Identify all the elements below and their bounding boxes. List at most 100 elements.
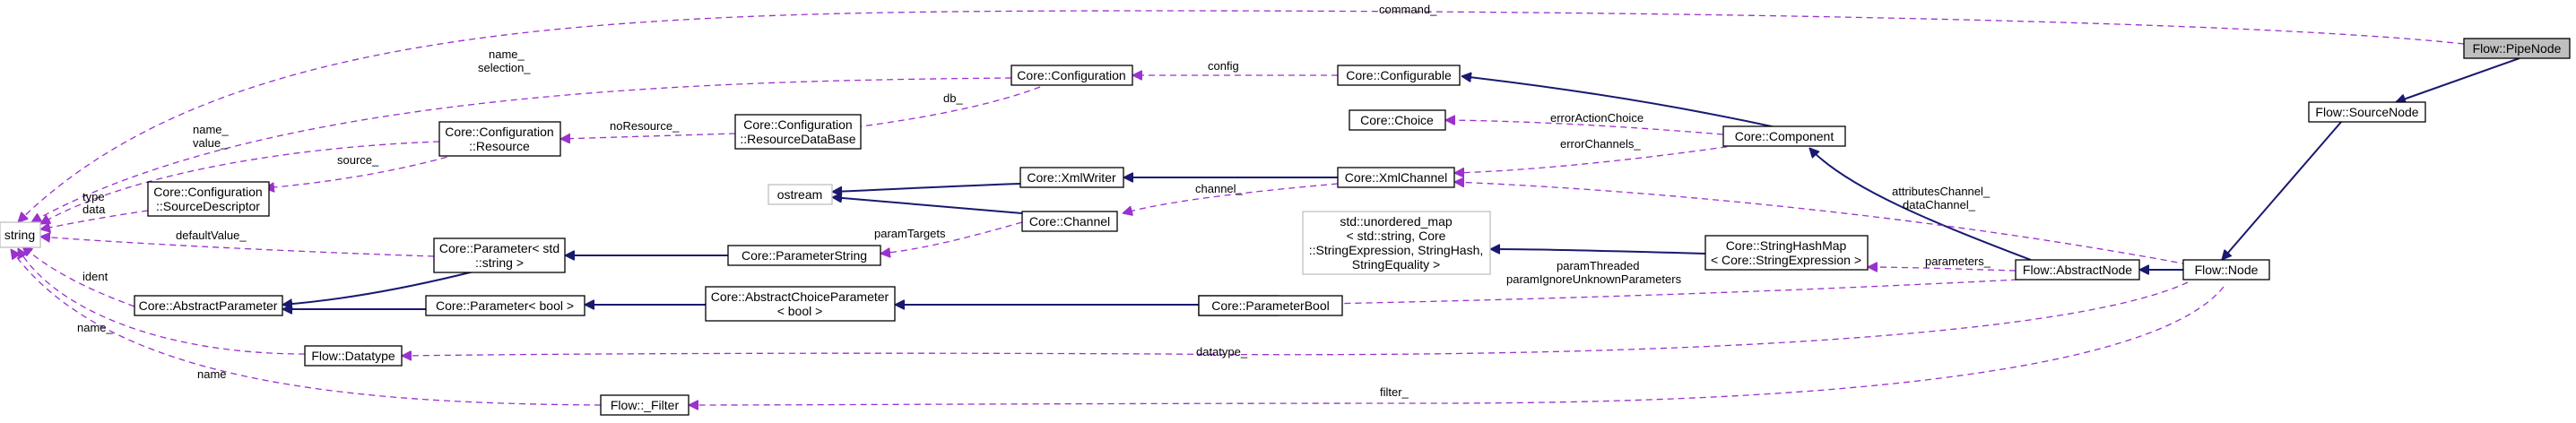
label-selection: selection_ — [478, 61, 531, 74]
edge-datatype — [402, 281, 2189, 356]
svg-text:Core::ParameterString: Core::ParameterString — [742, 248, 867, 263]
node-unordered-map[interactable]: std::unordered_map < std::string, Core :… — [1302, 211, 1491, 275]
label-paramignoreunknown: paramIgnoreUnknownParameters — [1506, 272, 1682, 286]
node-configuration-resource[interactable]: Core::Configuration ::Resource — [438, 121, 561, 157]
label-db: db_ — [943, 91, 963, 105]
label-name: name_ — [489, 47, 525, 61]
label-name-plain: name — [197, 367, 227, 381]
node-source-descriptor[interactable]: Core::Configuration ::SourceDescriptor — [147, 181, 270, 217]
label-datatype: datatype_ — [1196, 345, 1248, 358]
svg-text:< bool >: < bool > — [777, 304, 823, 318]
label-filter: filter_ — [1380, 385, 1409, 399]
svg-text:< Core::StringExpression >: < Core::StringExpression > — [1711, 253, 1861, 267]
label-noresource: noResource_ — [610, 119, 680, 133]
nodes: Flow::PipeNode Flow::SourceNode Flow::No… — [0, 38, 2571, 416]
svg-text:Core::Configuration: Core::Configuration — [743, 117, 852, 132]
node-pipe-node[interactable]: Flow::PipeNode — [2463, 38, 2571, 59]
edge-channel — [1123, 183, 1339, 213]
inheritance-edges — [282, 57, 2520, 309]
node-xml-writer[interactable]: Core::XmlWriter — [1019, 167, 1124, 188]
node-flow-node[interactable]: Flow::Node — [2182, 259, 2270, 281]
edge-name-value — [40, 141, 440, 224]
label-name-underscore: name_ — [77, 321, 114, 334]
svg-text:StringEquality >: StringEquality > — [1352, 257, 1440, 272]
svg-text:Core::AbstractParameter: Core::AbstractParameter — [139, 298, 278, 313]
label-name-value-2: value_ — [193, 136, 228, 150]
edge-sourcenode-node — [2222, 120, 2343, 260]
svg-text:Core::Configuration: Core::Configuration — [445, 125, 553, 139]
svg-text:Core::StringHashMap: Core::StringHashMap — [1726, 238, 1847, 253]
svg-text:Core::XmlChannel: Core::XmlChannel — [1345, 170, 1447, 185]
label-command: command_ — [1379, 3, 1437, 16]
svg-text:Flow::_Filter: Flow::_Filter — [611, 398, 680, 412]
label-config: config — [1208, 59, 1239, 73]
node-parameter-bool[interactable]: Core::ParameterBool — [1198, 295, 1343, 316]
node-source-node[interactable]: Flow::SourceNode — [2308, 101, 2426, 123]
node-xml-channel[interactable]: Core::XmlChannel — [1337, 167, 1455, 188]
svg-text:Flow::Datatype: Flow::Datatype — [311, 349, 395, 363]
edge-labels: command_ name_ selection_ config db_ noR… — [77, 3, 1991, 399]
svg-text:Flow::SourceNode: Flow::SourceNode — [2315, 105, 2418, 119]
node-abstract-node[interactable]: Flow::AbstractNode — [2015, 259, 2140, 281]
label-source: source_ — [337, 153, 379, 167]
svg-text:Core::ParameterBool: Core::ParameterBool — [1211, 298, 1330, 313]
svg-text:::string >: ::string > — [475, 255, 524, 270]
svg-text:::StringExpression, StringHash: ::StringExpression, StringHash, — [1309, 243, 1484, 257]
node-configurable[interactable]: Core::Configurable — [1337, 65, 1461, 86]
node-resource-database[interactable]: Core::Configuration ::ResourceDataBase — [734, 114, 862, 150]
label-channel: channel_ — [1195, 182, 1244, 195]
edge-db — [847, 86, 1041, 128]
edge-channel-ostream — [832, 197, 1023, 214]
edge-paramthreaded — [1279, 279, 2018, 305]
svg-text:ostream: ostream — [777, 187, 823, 202]
node-abstract-choice-parameter[interactable]: Core::AbstractChoiceParameter < bool > — [705, 286, 896, 322]
svg-text:< std::string, Core: < std::string, Core — [1347, 229, 1446, 243]
node-parameter-string-tpl[interactable]: Core::Parameter< std ::string > — [433, 237, 566, 273]
svg-text:Flow::Node: Flow::Node — [2195, 263, 2259, 277]
node-configuration[interactable]: Core::Configuration — [1010, 65, 1133, 86]
label-errorchannels: errorChannels_ — [1560, 137, 1641, 151]
node-component[interactable]: Core::Component — [1722, 125, 1846, 147]
label-defaultvalue: defaultValue_ — [176, 229, 247, 242]
svg-text:Core::AbstractChoiceParameter: Core::AbstractChoiceParameter — [711, 289, 889, 304]
svg-text:string: string — [4, 228, 35, 242]
label-attributeschannel: attributesChannel_ — [1892, 185, 1991, 198]
svg-text:Core::Parameter< std: Core::Parameter< std — [439, 241, 559, 255]
edge-attributeschannel — [1454, 182, 2189, 265]
edge-defaultvalue — [40, 237, 435, 257]
node-parameter-bool-tpl[interactable]: Core::Parameter< bool > — [425, 295, 585, 316]
node-datatype[interactable]: Flow::Datatype — [304, 345, 403, 367]
edge-ident — [22, 246, 135, 307]
svg-text:std::unordered_map: std::unordered_map — [1340, 214, 1453, 229]
node-parameter-string[interactable]: Core::ParameterString — [727, 245, 881, 266]
edge-erroractionchoice — [1445, 120, 1724, 135]
label-datachannel: dataChannel_ — [1903, 198, 1976, 212]
edge-paramtargets — [880, 221, 1023, 254]
svg-text:Core::Configuration: Core::Configuration — [1017, 68, 1125, 82]
node-channel[interactable]: Core::Channel — [1021, 211, 1118, 232]
svg-text:Core::Parameter< bool >: Core::Parameter< bool > — [436, 298, 574, 313]
node-choice[interactable]: Core::Choice — [1349, 109, 1446, 131]
svg-text:::ResourceDataBase: ::ResourceDataBase — [740, 132, 855, 146]
node-filter[interactable]: Flow::_Filter — [600, 394, 690, 416]
svg-text:Core::XmlWriter: Core::XmlWriter — [1027, 170, 1116, 185]
label-ident: ident — [82, 270, 108, 283]
node-string[interactable]: string — [0, 221, 41, 248]
svg-text:Flow::AbstractNode: Flow::AbstractNode — [2023, 263, 2132, 277]
node-abstract-parameter[interactable]: Core::AbstractParameter — [134, 295, 283, 316]
svg-text:Core::Channel: Core::Channel — [1029, 214, 1110, 229]
node-ostream[interactable]: ostream — [768, 184, 833, 205]
edge-name-selection — [31, 77, 1012, 222]
svg-text:Core::Component: Core::Component — [1735, 129, 1834, 143]
label-paramthreaded: paramThreaded — [1557, 259, 1640, 272]
edge-filter — [689, 286, 2225, 405]
svg-text:::Resource: ::Resource — [469, 139, 530, 153]
edge-errorchannels — [1454, 144, 1739, 173]
node-string-hash-map[interactable]: Core::StringHashMap < Core::StringExpres… — [1704, 235, 1869, 271]
edge-command — [18, 10, 2465, 222]
svg-text:::SourceDescriptor: ::SourceDescriptor — [156, 199, 260, 213]
edge-source — [265, 153, 458, 188]
label-type: type — [82, 190, 105, 203]
edge-type-data — [40, 210, 149, 229]
